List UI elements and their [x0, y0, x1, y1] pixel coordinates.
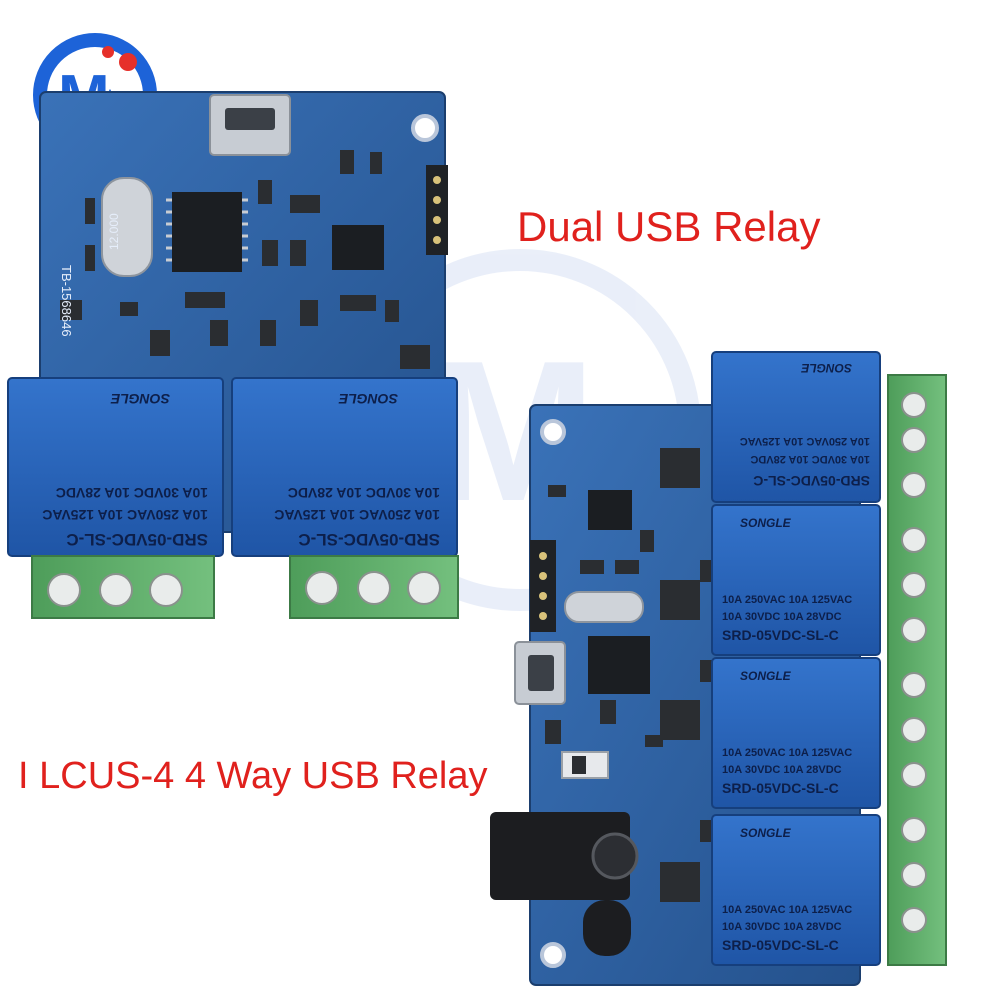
relay-3: SONGLE 10A 250VAC 10A 125VAC 10A 30VDC 1…	[711, 657, 881, 809]
relay-1-brand: SONGLE	[800, 361, 852, 375]
relay-left-rating-1: 10A 250VAC 10A 125VAC	[42, 507, 208, 523]
four-way-usb-relay-caption: I LCUS-4 4 Way USB Relay	[18, 755, 488, 797]
relay-4-rating-1: 10A 250VAC 10A 125VAC	[722, 904, 852, 916]
relay-3-brand: SONGLE	[740, 669, 792, 683]
relay-4-model: SRD-05VDC-SL-C	[722, 937, 839, 953]
relay-2-model: SRD-05VDC-SL-C	[722, 627, 839, 643]
relay-2-brand: SONGLE	[740, 516, 792, 530]
dual-relay-board: 12.000	[7, 91, 459, 619]
terminal-block-right	[289, 555, 459, 619]
relay-left: SRD-05VDC-SL-C 10A 250VAC 10A 125VAC 10A…	[7, 377, 224, 557]
relay-3-rating-1: 10A 250VAC 10A 125VAC	[722, 747, 852, 759]
relay-4-brand: SONGLE	[740, 826, 792, 840]
terminal-strip	[887, 374, 947, 966]
relay-right-model: SRD-05VDC-SL-C	[298, 530, 440, 549]
relay-2-rating-1: 10A 250VAC 10A 125VAC	[722, 594, 852, 606]
relay-1-rating-2: 10A 30VDC 10A 28VDC	[750, 453, 870, 465]
four-way-relay-board: SRD-05VDC-SL-C 10A 30VDC 10A 28VDC 10A 2…	[490, 351, 947, 986]
relay-right: SRD-05VDC-SL-C 10A 250VAC 10A 125VAC 10A…	[231, 377, 458, 557]
relay-right-brand: SONGLE	[338, 391, 398, 407]
relay-left-rating-2: 10A 30VDC 10A 28VDC	[56, 485, 208, 501]
relay-left-brand: SONGLE	[110, 391, 170, 407]
relay-4-rating-2: 10A 30VDC 10A 28VDC	[722, 921, 842, 933]
board-id-label: TB-1568646	[59, 265, 74, 337]
relay-left-model: SRD-05VDC-SL-C	[66, 530, 208, 549]
relay-right-rating-2: 10A 30VDC 10A 28VDC	[288, 485, 440, 501]
dual-usb-relay-caption: Dual USB Relay	[517, 203, 821, 250]
relay-3-rating-2: 10A 30VDC 10A 28VDC	[722, 764, 842, 776]
relay-2-rating-2: 10A 30VDC 10A 28VDC	[722, 611, 842, 623]
relay-3-model: SRD-05VDC-SL-C	[722, 780, 839, 796]
relay-right-rating-1: 10A 250VAC 10A 125VAC	[274, 507, 440, 523]
crystal-label: 12.000	[107, 213, 121, 250]
terminal-block-left	[31, 555, 215, 619]
relay-1-rating-1: 10A 250VAC 10A 125VAC	[740, 435, 870, 447]
relay-1: SRD-05VDC-SL-C 10A 30VDC 10A 28VDC 10A 2…	[711, 351, 881, 503]
relay-1-model: SRD-05VDC-SL-C	[753, 473, 870, 489]
relay-2: SONGLE 10A 250VAC 10A 125VAC 10A 30VDC 1…	[711, 504, 881, 656]
relay-4: SONGLE 10A 250VAC 10A 125VAC 10A 30VDC 1…	[711, 814, 881, 966]
